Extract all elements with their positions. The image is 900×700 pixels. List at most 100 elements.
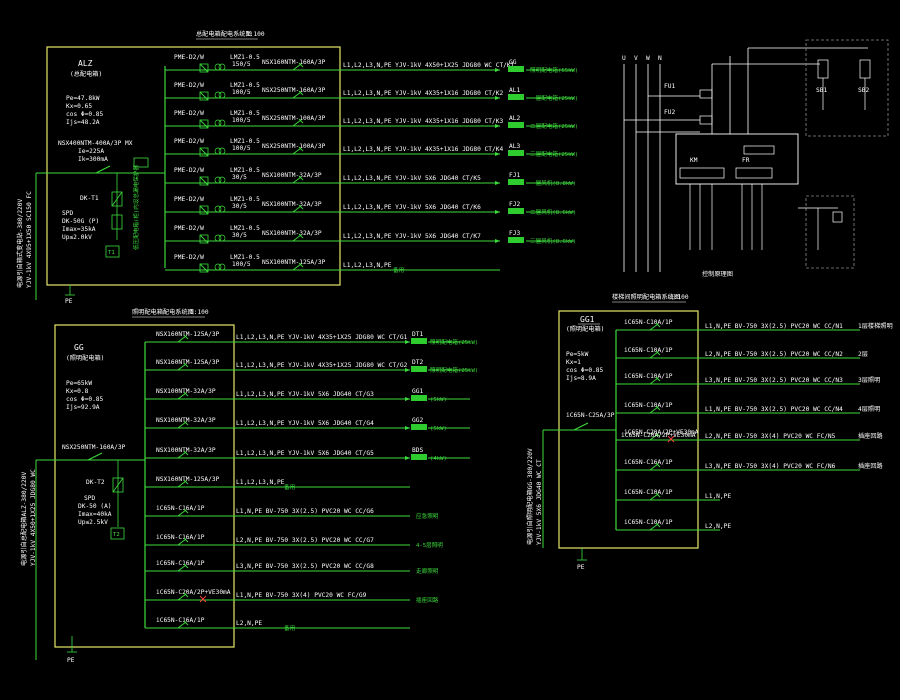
gg1-row-desc: 1层楼梯照明 (858, 322, 893, 330)
gg-subtitle: (照明配电箱) (66, 354, 104, 362)
gg-row-desc: 照明配电箱(25kW) (430, 366, 478, 374)
alz-row-desc: 一层风机(8.8kW) (530, 179, 576, 187)
gg1-row-cable: L2,N,PE BV-750 3X(2.5) PVC20 WC CC/N2 (705, 351, 843, 358)
gg1-subtitle: (照明配电箱) (566, 325, 604, 333)
gg1-rcd: iC65N-C20A/2P+VE30mA (621, 432, 696, 439)
gg-outgoing-circuits: NSX160NTM-125A/3P L1,L2,L3,N,PE YJV-1kV 4… (145, 331, 478, 632)
gg1-panel: 楼梯间照明配电箱系统图 1:100 GG1 (照明配电箱) Pe=5kW Kx=… (526, 293, 893, 571)
alz-row-breaker: NSX100NTM-32A/3P (262, 172, 322, 179)
gg-row-desc: 应急照明 (416, 512, 439, 520)
alz-row-breaker: NSX250NTM-100A/3P (262, 143, 326, 150)
gg1-row-cable: L2,N,PE BV-750 3X(4) PVC20 WC FC/N5 (705, 433, 836, 440)
gg-param-3: cos Φ=0.85 (66, 396, 104, 403)
gg-param-2: Kx=0.8 (66, 388, 89, 395)
alz-row-ct-ratio: 30/5 (232, 203, 247, 210)
alz-param-3: cos Φ=0.85 (66, 111, 104, 118)
gg1-row-cable: L1,N,PE BV-750 3X(2.5) PVC20 WC CC/N4 (705, 406, 843, 413)
alz-dk: DK-T1 (80, 195, 99, 202)
gg-row-tag: DT1 (412, 331, 423, 338)
gg-row-cable: L3,N,PE BV-750 3X(2.5) PVC20 WC CC/G8 (236, 563, 374, 570)
gg-row-desc: 插座回路 (416, 596, 439, 604)
gg-panel: 照明配电箱配电系统图 1:100 GG (照明配电箱) Pe=65kW Kx=0… (20, 308, 478, 664)
alz-row-switch: PME-D2/W (174, 82, 204, 89)
alz-row-tag: FJ3 (509, 230, 520, 237)
alz-row-desc: 一层配电箱(25kW) (530, 94, 578, 102)
alz-row-breaker: NSX160NTM-160A/3P (262, 59, 326, 66)
gg-spd-3: Imax=40kA (78, 511, 112, 518)
gg-param-4: Ijs=92.9A (66, 404, 100, 411)
alz-pe: PE (65, 298, 73, 305)
alz-row-switch: PME-D2/W (174, 110, 204, 117)
alz-row-desc: 备用 (393, 266, 404, 274)
alz-param-2: Kx=0.65 (66, 103, 92, 110)
alz-main-breaker: NSX400NTM-400A/3P MX (58, 140, 133, 147)
alz-row-ct-ratio: 100/5 (232, 89, 251, 96)
gg1-row-desc: 2层 (858, 351, 868, 358)
alz-row-ct: LMZ1-0.5 (230, 54, 260, 61)
alz-row-breaker: NSX250NTM-100A/3P (262, 115, 326, 122)
control-label: SB2 (858, 87, 869, 94)
alz-row-breaker: NSX250NTM-160A/3P (262, 87, 326, 94)
alz-row-switch: PME-D2/W (174, 54, 204, 61)
alz-caption: 总配电箱配电系统图 (196, 30, 252, 38)
gg1-row-cable: L1,N,PE (705, 493, 731, 500)
control-phase-label: N (658, 55, 662, 62)
gg-caption-scale: 1:100 (190, 309, 209, 316)
alz-panel: 总配电箱配电系统图 1:100 ALZ (总配电箱) Pe=47.8kW Kx=… (16, 30, 578, 305)
gg-row-breaker: iC65N-C16A/1P (156, 560, 205, 567)
gg-title: GG (74, 343, 84, 352)
alz-row-switch: PME-D2/W (174, 167, 204, 174)
gg-spd-2: DK-50 (A) (78, 503, 112, 510)
gg-t-label: T2 (113, 532, 120, 538)
alz-spd-3: Imax=35kA (62, 226, 96, 233)
alz-row-tag: AL3 (509, 143, 520, 150)
gg-row-breaker: iC65N-C16A/1P (156, 505, 205, 512)
gg-row-breaker: iC65N-C16A/1P (156, 617, 205, 624)
alz-row-tag: AL2 (509, 115, 520, 122)
alz-incoming-1: 电源引自箱式变电站-380/220V (16, 199, 24, 288)
gg-row-desc: 4-5层照明 (416, 542, 443, 549)
gg1-row-breaker: iC65N-C10A/1P (624, 347, 673, 354)
gg-row-tag: BDS (412, 447, 423, 454)
alz-row-ct-ratio: 100/5 (232, 261, 251, 268)
gg1-param-4: Ijs=8.9A (566, 375, 596, 382)
gg1-title: GG1 (580, 315, 595, 324)
alz-caption-scale: 1:100 (246, 31, 265, 38)
control-label: FU2 (664, 109, 675, 116)
alz-param-4: Ijs=48.2A (66, 119, 100, 126)
gg-row-cable: L1,L2,L3,N,PE YJV-1kV 5X6 JDG40 CT/G5 (236, 450, 374, 457)
gg-pe: PE (67, 657, 75, 664)
alz-row-desc: 三层风机(8.6kW) (530, 237, 576, 245)
gg-row-cable: L2,N,PE (236, 620, 262, 627)
alz-row-desc: 二层配电箱(25kW) (530, 122, 578, 130)
alz-row-ct: LMZ1-0.5 (230, 196, 260, 203)
alz-row-cable: L1,L2,L3,N,PE (343, 262, 392, 269)
gg-row-desc: (4kW) (430, 456, 447, 462)
alz-row-ct: LMZ1-0.5 (230, 138, 260, 145)
gg-caption: 照明配电箱配电系统图 (132, 308, 194, 316)
gg-row-cable: L1,N,PE BV-750 3X(4) PVC20 WC FC/G9 (236, 592, 367, 599)
gg-row-tag: DT2 (412, 359, 423, 366)
gg1-row-breaker: iC65N-C16A/1P (624, 459, 673, 466)
alz-row-desc: 二层风机(8.6kW) (530, 208, 576, 216)
gg1-row-breaker: iC65N-C10A/1P (624, 489, 673, 496)
gg-row-breaker: NSX160NTM-125A/3P (156, 331, 220, 338)
alz-row-breaker: NSX100NTM-32A/3P (262, 201, 322, 208)
alz-row-breaker: NSX100NTM-125A/3P (262, 259, 326, 266)
gg1-outgoing-circuits: iC65N-C10A/1P L1,N,PE BV-750 3X(2.5) PVC2… (616, 319, 893, 531)
control-caption: 控制原理图 (702, 270, 733, 278)
alz-spd-2: DK-50G (P) (62, 218, 99, 225)
gg-row-breaker: iC65N-C20A/2P+VE30mA (156, 589, 231, 596)
gg1-row-desc: 插座回路 (858, 462, 884, 470)
gg-row-breaker: NSX160NTM-125A/3P (156, 359, 220, 366)
gg-param-1: Pe=65kW (66, 380, 92, 387)
alz-row-cable: L1,L2,L3,N,PE YJV-1kV 5X6 JDG40 CT/K6 (343, 204, 481, 211)
gg-row-desc: 走廊照明 (416, 567, 439, 575)
gg-row-cable: L1,L2,L3,N,PE YJV-1kV 4X35+1X25 JDG80 WC… (236, 334, 408, 341)
gg-enclosure (54, 324, 235, 648)
alz-row-ct-ratio: 30/5 (232, 232, 247, 239)
alz-row-breaker: NSX100NTM-32A/3P (262, 230, 322, 237)
